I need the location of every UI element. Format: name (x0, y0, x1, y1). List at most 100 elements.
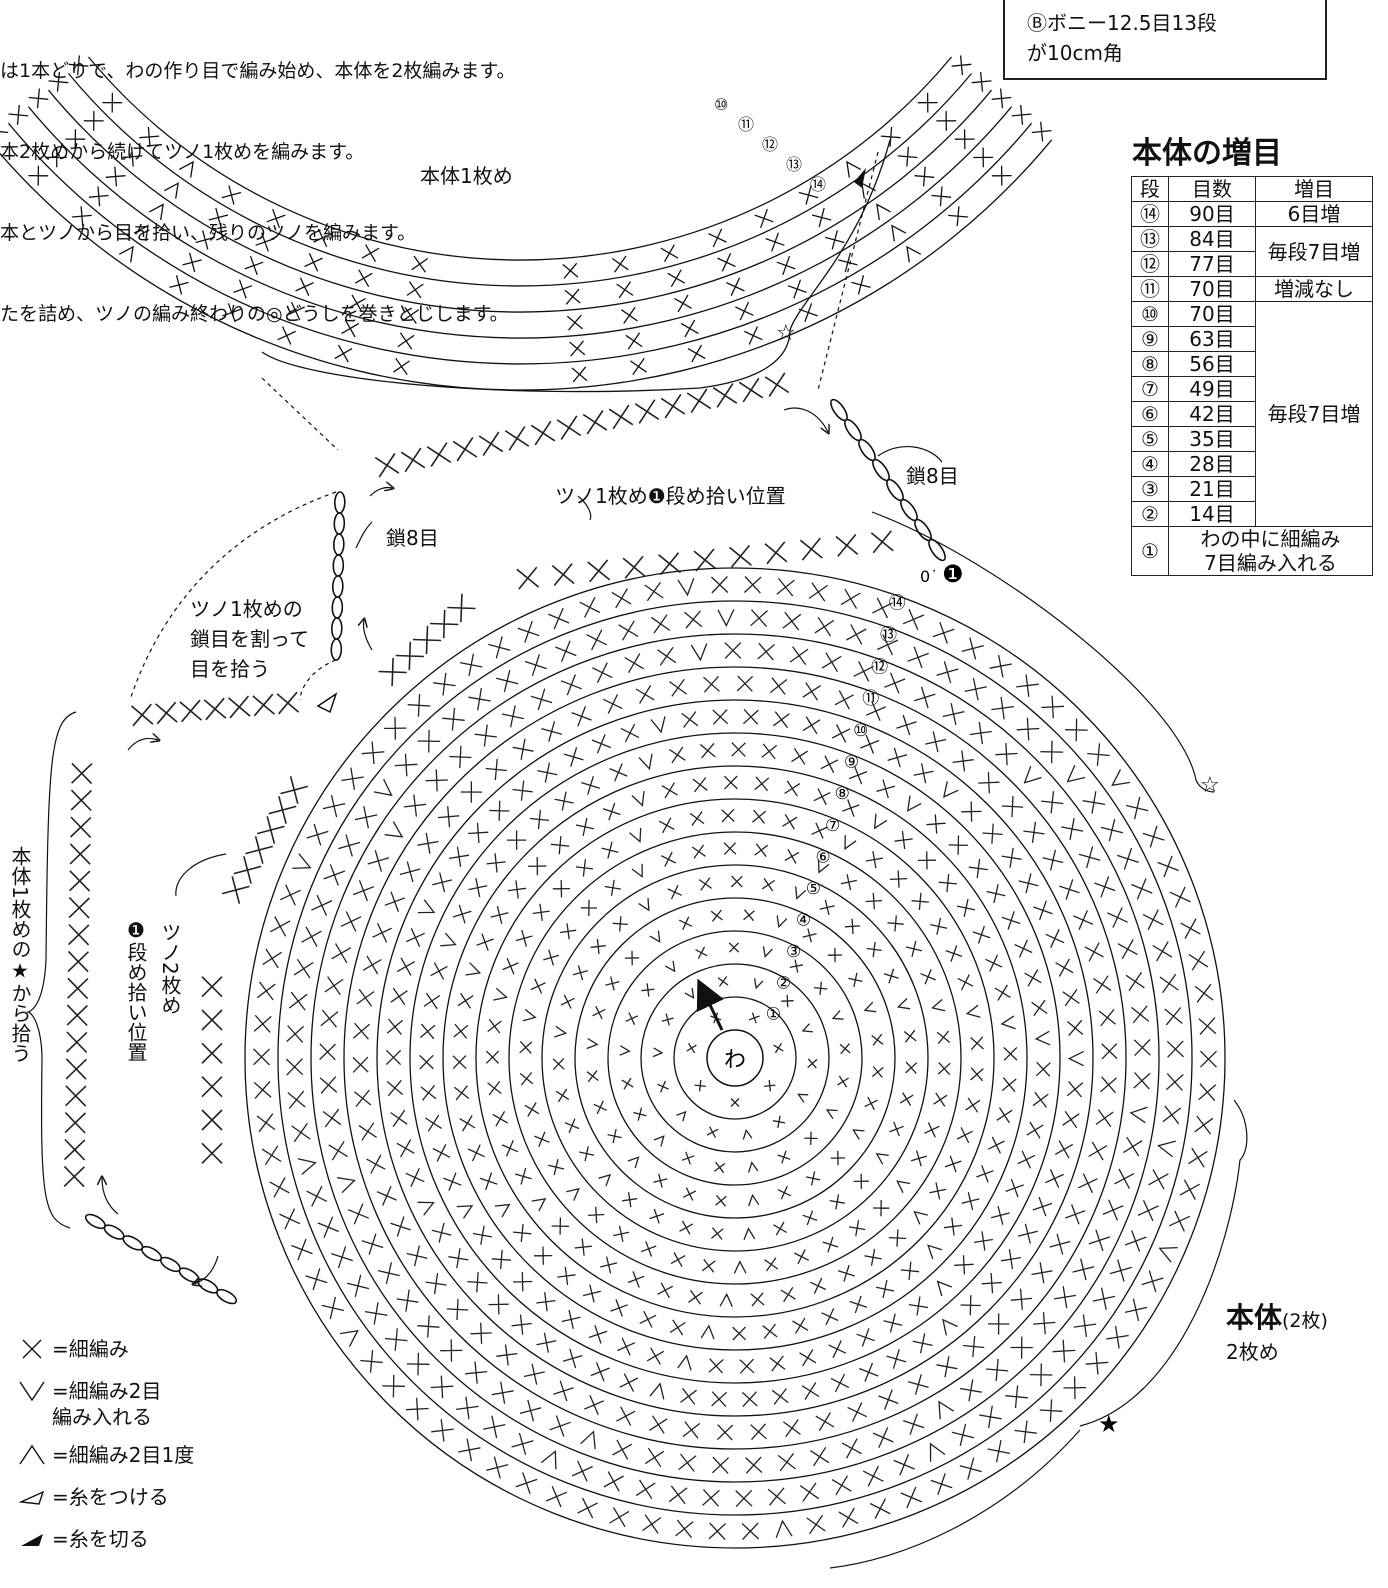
single-crochet-mark (1179, 1179, 1201, 1200)
chain-link (333, 512, 346, 535)
single-crochet-mark (396, 1289, 419, 1312)
arc-stitch-mark (951, 55, 972, 76)
single-crochet-mark (986, 884, 1006, 904)
single-crochet-mark (288, 991, 308, 1011)
single-crochet-mark (331, 943, 352, 964)
increase-mark (417, 1201, 435, 1216)
single-crochet-mark (782, 814, 798, 830)
single-crochet-mark (864, 1248, 882, 1266)
single-crochet-mark (545, 1485, 568, 1508)
increase-mark (297, 1158, 317, 1175)
arc-stitch-mark (880, 126, 901, 147)
increase-mark (938, 1400, 955, 1420)
single-crochet-mark (860, 734, 880, 754)
single-crochet-mark (865, 701, 886, 722)
single-crochet-mark (425, 1114, 442, 1132)
single-crochet-mark (930, 917, 948, 935)
single-crochet-mark (887, 915, 904, 932)
single-crochet-mark (903, 1029, 917, 1043)
single-crochet-mark (957, 974, 974, 991)
chain-link (333, 491, 346, 514)
single-crochet-mark (1141, 1270, 1164, 1293)
single-crochet-mark (1063, 1376, 1087, 1400)
pick-from-star-label: 本体1枚めの★から拾う (8, 846, 32, 1063)
row-number: ⑥ (1131, 401, 1169, 427)
arc-stitch-mark (341, 319, 360, 338)
increase-mark (684, 988, 695, 999)
single-crochet-mark (430, 962, 448, 980)
arc-stitch-mark (169, 275, 189, 295)
single-crochet-mark (543, 949, 560, 966)
single-crochet-mark (1001, 847, 1022, 868)
round-number: ⑪ (862, 689, 879, 709)
arc-stitch-mark (313, 228, 332, 248)
arc-stitch-mark (406, 281, 424, 299)
round-number: ④ (796, 910, 811, 930)
round-ring (508, 831, 962, 1285)
single-crochet-mark (1042, 849, 1064, 871)
legend-item: =糸をつける (12, 1484, 194, 1526)
single-crochet-mark (348, 1203, 370, 1225)
tsuno1-pickup-stitch (658, 552, 682, 576)
single-crochet-mark (986, 1358, 1009, 1382)
single-crochet-mark (706, 1126, 719, 1138)
single-crochet-mark (853, 1173, 869, 1190)
tsuno1-pickup-stitch (693, 548, 717, 572)
single-crochet-mark (554, 791, 574, 811)
single-crochet-mark (476, 933, 494, 951)
round-ring (442, 765, 1028, 1351)
arc-stitch-mark (973, 147, 994, 168)
single-crochet-mark (1142, 909, 1164, 931)
single-crochet-mark (366, 1154, 386, 1174)
horn-top-stitch (660, 393, 686, 419)
single-crochet-mark (405, 1397, 429, 1421)
increase-table-title: 本体の増目 (1132, 136, 1282, 171)
single-crochet-mark (1055, 958, 1074, 977)
horn-side-stitch (66, 1004, 88, 1027)
arc-stitch-mark (825, 230, 845, 250)
single-crochet-mark (730, 1098, 740, 1107)
single-crochet-mark (605, 976, 620, 991)
single-crochet-mark (269, 916, 291, 937)
single-crochet-mark (352, 880, 375, 902)
instruction-line: たを詰め、ツノの編み終わりの◎どうしを巻きとじします。 (0, 303, 509, 325)
bottom-brace (829, 1429, 1081, 1569)
single-crochet-mark (1124, 1298, 1148, 1322)
single-crochet-mark (956, 898, 976, 918)
single-crochet-mark (644, 581, 664, 602)
single-crochet-mark (639, 1310, 657, 1328)
single-crochet-mark (1200, 1050, 1217, 1068)
single-crochet-mark (352, 1022, 370, 1040)
single-crochet-mark (804, 1131, 818, 1145)
arc-stitch-mark (931, 186, 952, 207)
single-crochet-mark (792, 1317, 809, 1334)
single-crochet-mark (682, 1421, 701, 1439)
arc-stitch-mark (625, 332, 643, 350)
single-crochet-mark (1198, 1017, 1217, 1036)
single-crochet-mark (717, 976, 729, 987)
increase-mark (652, 1047, 664, 1058)
horn-top-stitch (478, 431, 504, 457)
header-increase: 増目 (1255, 176, 1373, 202)
single-crochet-mark (346, 1274, 370, 1298)
single-crochet-mark (575, 859, 594, 877)
single-crochet-mark (1100, 1076, 1118, 1094)
single-crochet-mark (376, 1185, 397, 1206)
single-crochet-mark (448, 1248, 469, 1269)
arc-stitch-mark (105, 166, 126, 187)
single-crochet-mark (789, 646, 809, 665)
single-crochet-mark (1041, 791, 1064, 814)
increase: 毎段7目増 (1255, 226, 1373, 277)
single-crochet-mark (872, 1199, 890, 1217)
single-crochet-mark (293, 958, 314, 979)
round-rings (244, 567, 1226, 1549)
increase-mark (677, 1354, 692, 1371)
increase-mark (748, 1193, 760, 1207)
single-crochet-mark (783, 1419, 801, 1438)
single-crochet-mark (530, 978, 546, 994)
single-crochet-mark (501, 1140, 519, 1157)
horn-side-stitch (67, 977, 89, 1000)
chain-link (330, 617, 343, 640)
